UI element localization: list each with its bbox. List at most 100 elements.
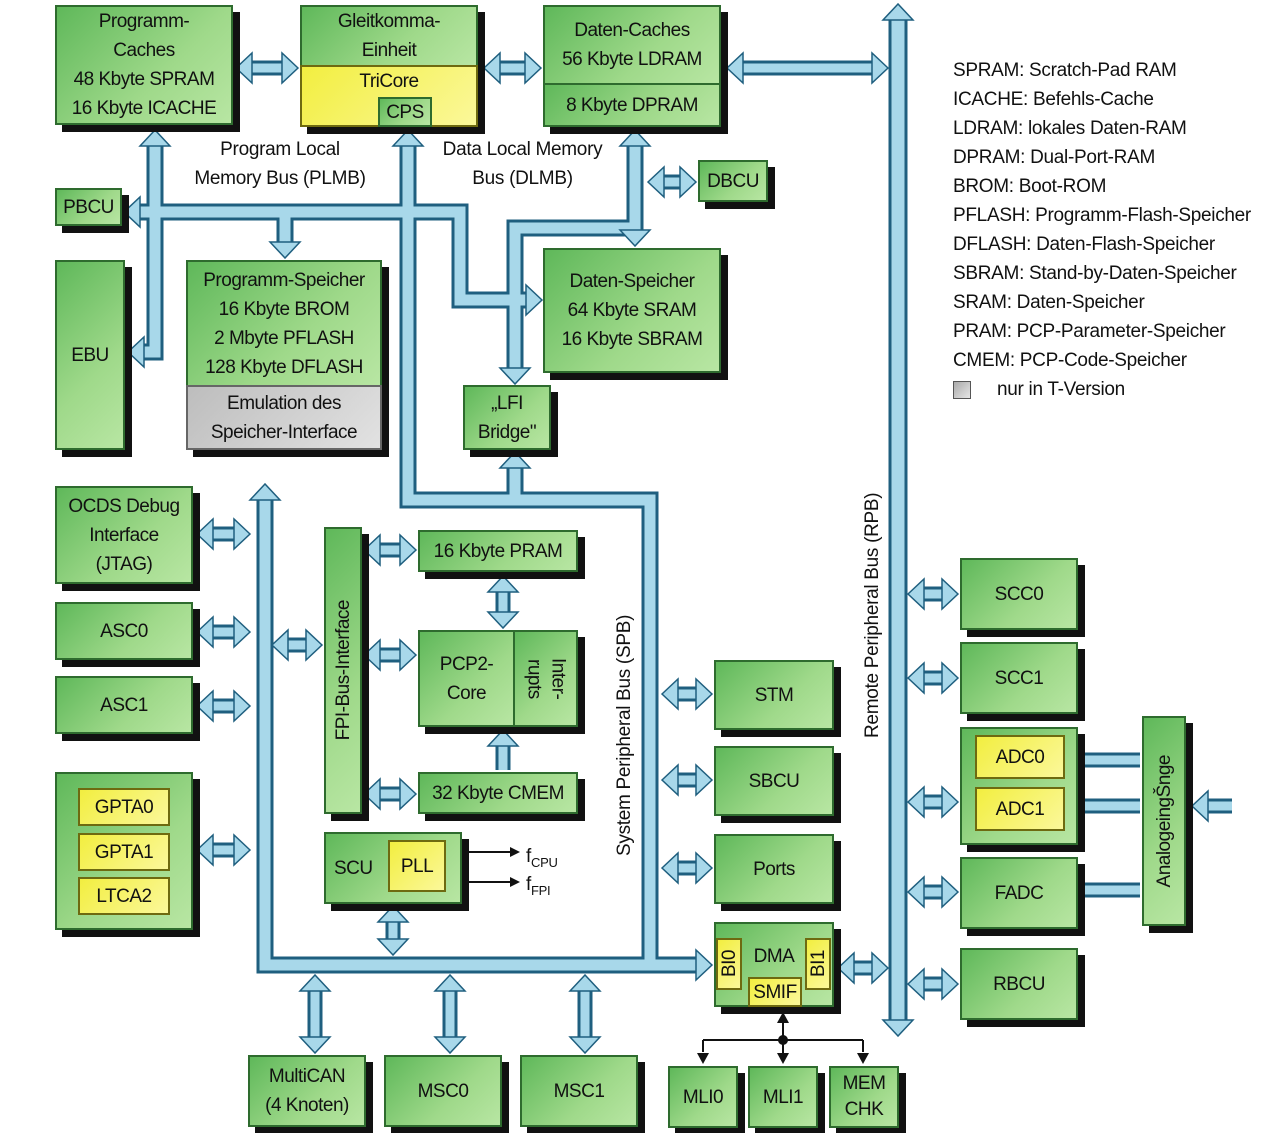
arrow-multican (298, 973, 332, 992)
arrow-scc1 (941, 661, 960, 695)
memchk-arrow-icon (857, 1053, 869, 1064)
gpta0-block: GPTA0 (78, 788, 170, 826)
legend-item: SRAM: Daten-Speicher (953, 292, 1145, 313)
legend-item: LDRAM: lokales Daten-RAM (953, 118, 1187, 139)
cmem-block: 32 Kbyte CMEM (418, 772, 578, 814)
mli0-arrow-icon (697, 1053, 709, 1064)
arrow-sbcu (660, 763, 679, 797)
legend-item: PFLASH: Programm-Flash-Speicher (953, 205, 1251, 226)
msc0-block: MSC0 (384, 1055, 502, 1127)
asc0-block: ASC0 (55, 602, 193, 660)
plmb-head-datamem (525, 283, 544, 317)
arrow-msc1 (568, 1036, 602, 1055)
fpu-block: Gleitkomma- Einheit (300, 5, 478, 67)
legend-item: ICACHE: Befehls-Cache (953, 89, 1154, 110)
arrow-gpta (195, 833, 214, 867)
arrow-sbcu (695, 763, 714, 797)
gpta1-block: GPTA1 (78, 833, 170, 871)
arrow-tricore-datacaches (524, 51, 543, 85)
legend-item: PRAM: PCP-Parameter-Speicher (953, 321, 1226, 342)
arrow-adc (906, 785, 925, 819)
spb-head-tricore (391, 128, 425, 147)
legend-item-tversion: nur in T-Version (953, 375, 1251, 404)
arrow-pcp (399, 638, 418, 672)
lfi-bridge-block: „LFI Bridge" (463, 385, 551, 450)
arrow-pram-pcp (486, 611, 520, 630)
spb-head-lfi (498, 450, 532, 469)
bi1-block: BI1 (805, 938, 831, 990)
data-caches-block: Daten-Caches 56 Kbyte LDRAM (543, 5, 721, 85)
program-memory-block: Programm-Speicher 16 Kbyte BROM 2 Mbyte … (186, 260, 382, 387)
arrow-dlmb-dbcu (679, 165, 698, 199)
ffpi-arrow-icon (510, 877, 520, 887)
scc0-block: SCC0 (960, 558, 1078, 630)
arrow-fpi (305, 628, 324, 662)
emulation-block: Emulation des Speicher-Interface (186, 385, 382, 450)
arrow-cmem-pcp-head (486, 728, 520, 747)
arrow-scu (376, 904, 410, 923)
arrow-gpta (233, 833, 252, 867)
cps-block: CPS (378, 97, 432, 127)
ebu-block: EBU (55, 260, 125, 450)
arrow-ports (660, 851, 679, 885)
arrow-pram-pcp (486, 574, 520, 593)
analog-inputs-block: AnalogeingŠnge (1142, 716, 1186, 926)
fcpu-arrow-icon (510, 847, 520, 857)
data-memory-block: Daten-Speicher 64 Kbyte SRAM 16 Kbyte SB… (543, 248, 721, 373)
program-caches-block: Programm- Caches 48 Kbyte SPRAM 16 Kbyte… (55, 5, 233, 125)
arrow-dma-rpb (836, 951, 855, 985)
f-symbol: f (526, 846, 531, 867)
arrow-fadc (906, 875, 925, 909)
rpb-top-head (881, 2, 915, 21)
interrupts-label: Inter- rupts (523, 657, 569, 700)
ocds-block: OCDS Debug Interface (JTAG) (55, 486, 193, 584)
memchk-block: MEM CHK (829, 1066, 899, 1128)
arrow-cmem (399, 777, 418, 811)
dlmb-to-lfi (509, 222, 635, 370)
arrow-msc0 (433, 1036, 467, 1055)
analog-label: AnalogeingŠnge (1153, 754, 1175, 888)
rpb-label: Remote Peripheral Bus (RPB) (862, 492, 883, 738)
adc0-block: ADC0 (975, 735, 1065, 779)
arrow-asc1 (195, 689, 214, 723)
arrow-analog-in-head (1190, 789, 1209, 823)
f-symbol: f (526, 874, 531, 895)
fadc-block: FADC (960, 857, 1078, 929)
bi0-label: BI0 (718, 950, 740, 978)
arrow-asc0 (195, 615, 214, 649)
arrow-fadc (941, 875, 960, 909)
arrow-fpi (270, 628, 289, 662)
plmb-head-pbcu (122, 195, 141, 229)
bi1-label: BI1 (807, 950, 829, 978)
plmb-head-caches (138, 128, 172, 147)
scc1-block: SCC1 (960, 642, 1078, 714)
dbcu-block: DBCU (698, 160, 768, 202)
spb-head-top (248, 482, 282, 501)
arrow-scc0 (906, 577, 925, 611)
arrow-asc0 (233, 615, 252, 649)
legend-item: SBRAM: Stand-by-Daten-Speicher (953, 263, 1237, 284)
plmb-vertical (144, 144, 161, 358)
arrow-msc0 (433, 973, 467, 992)
arrow-datacaches-rpb (725, 51, 744, 85)
arrow-rbcu (906, 967, 925, 1001)
sbcu-block: SBCU (714, 746, 834, 816)
interrupts-block: Inter- rupts (513, 630, 578, 727)
asc1-block: ASC1 (55, 676, 193, 734)
junction-dot (778, 1035, 788, 1045)
legend-tversion-label: nur in T-Version (997, 379, 1125, 400)
arrow-stm (695, 677, 714, 711)
arrow-caches-tricore (234, 51, 253, 85)
fpi-label: FPI-Bus-Interface (332, 600, 354, 741)
pram-block: 16 Kbyte PRAM (418, 530, 578, 572)
arrow-pcp (362, 638, 381, 672)
dpram-block: 8 Kbyte DPRAM (543, 83, 721, 127)
arrow-pram (362, 533, 381, 567)
legend-item: BROM: Boot-ROM (953, 176, 1107, 197)
multican-block: MultiCAN (4 Knoten) (248, 1055, 366, 1127)
spb-label: System Peripheral Bus (SPB) (614, 614, 635, 856)
arrow-dma-rpb (871, 951, 890, 985)
legend: SPRAM: Scratch-Pad RAM ICACHE: Befehls-C… (953, 56, 1251, 404)
rpb-bottom-head (881, 1019, 915, 1038)
arrow-asc1 (233, 689, 252, 723)
